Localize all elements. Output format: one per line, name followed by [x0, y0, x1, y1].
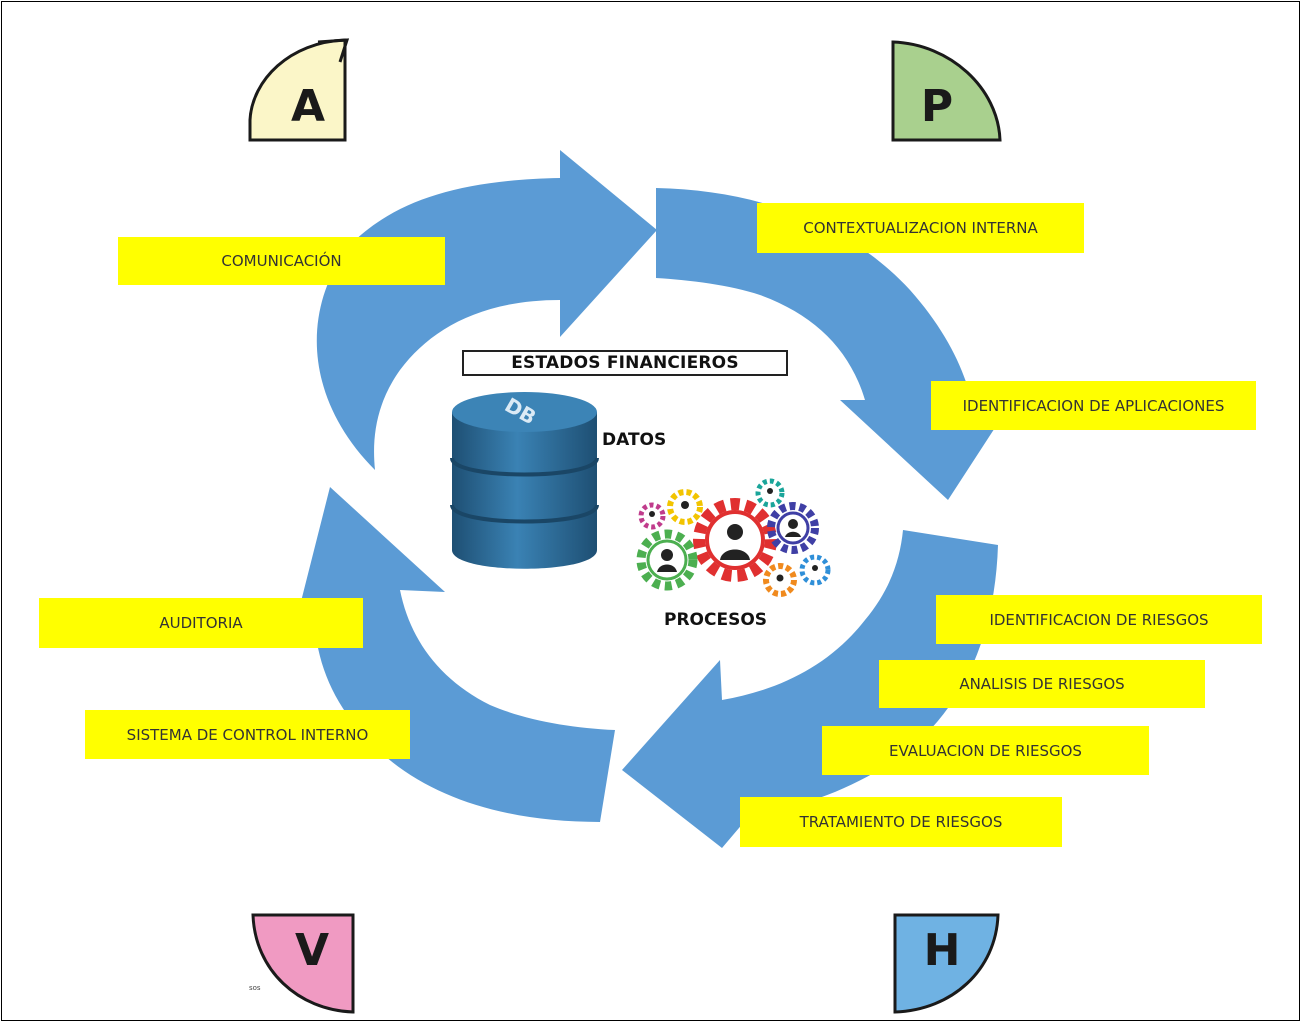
gear-icon-orange [763, 563, 797, 597]
gear-icon-blue [799, 554, 831, 586]
step-sistema-control-interno: SISTEMA DE CONTROL INTERNO [85, 710, 410, 759]
arrow-bottom-right [622, 530, 998, 848]
phase-a-icon: A [248, 38, 350, 142]
step-comunicacion: COMUNICACIÓN [118, 237, 445, 285]
phase-p-letter: P [921, 81, 953, 132]
step-tratamiento-riesgos: TRATAMIENTO DE RIESGOS [740, 797, 1062, 847]
phase-p-icon: P [891, 40, 1002, 142]
gear-icon-green [636, 529, 698, 591]
phase-v-icon: V [251, 913, 355, 1014]
phase-v-letter: V [295, 925, 329, 976]
arrow-top-right [656, 188, 1000, 500]
phase-h-icon: H [893, 913, 1000, 1014]
gear-icon-pink [638, 502, 666, 530]
processes-gears-icon [636, 478, 831, 597]
step-identificacion-riesgos: IDENTIFICACION DE RIESGOS [936, 595, 1262, 644]
gear-icon-teal [755, 478, 785, 508]
small-note: sos [249, 984, 261, 992]
arrow-top-left [316, 150, 657, 470]
step-identificacion-aplicaciones: IDENTIFICACION DE APLICACIONES [931, 381, 1256, 430]
datos-label: DATOS [602, 430, 667, 450]
procesos-label: PROCESOS [664, 610, 768, 630]
step-auditoria: AUDITORIA [39, 598, 363, 648]
step-evaluacion-riesgos: EVALUACION DE RIESGOS [822, 726, 1149, 775]
database-icon: DB [450, 392, 599, 569]
gear-icon-yellow [667, 489, 703, 525]
step-analisis-riesgos: ANALISIS DE RIESGOS [879, 660, 1205, 708]
phase-h-letter: H [924, 925, 961, 976]
gear-icon-red [693, 498, 777, 582]
step-contextualizacion-interna: CONTEXTUALIZACION INTERNA [757, 203, 1084, 253]
phase-a-letter: A [291, 81, 325, 132]
estados-financieros-title: ESTADOS FINANCIEROS [462, 350, 788, 376]
gear-icon-purple [767, 502, 819, 554]
